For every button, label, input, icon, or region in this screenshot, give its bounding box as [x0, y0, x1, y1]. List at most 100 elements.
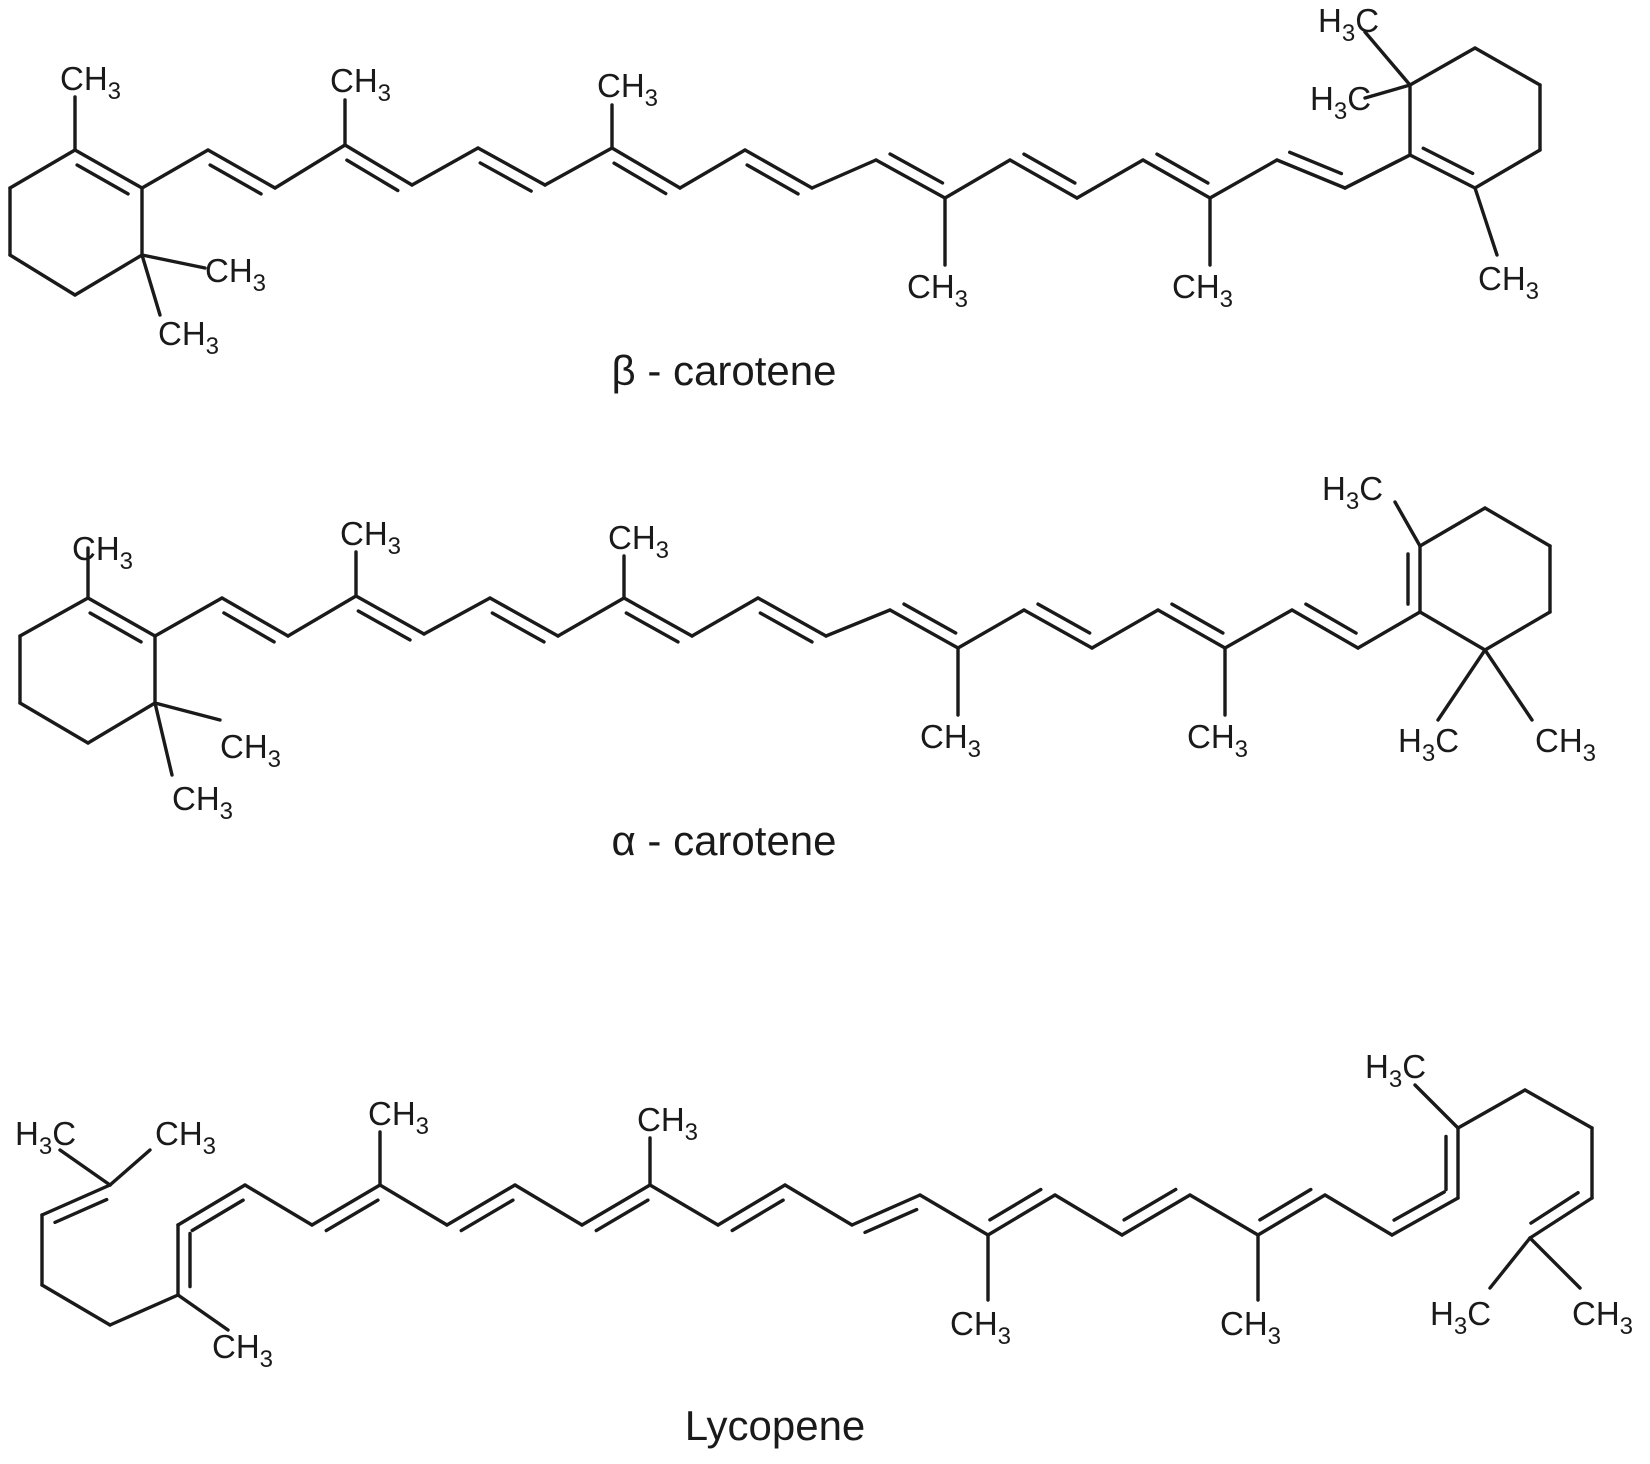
molecule-name: Lycopene — [685, 1402, 866, 1449]
single-bond — [1356, 610, 1422, 650]
double-bond — [1256, 1193, 1327, 1237]
ch3-label: CH3 — [72, 530, 133, 575]
double-bond-inner — [988, 1187, 1043, 1222]
single-bond — [410, 146, 480, 187]
single-bond — [1483, 648, 1534, 722]
double-bond — [1390, 1196, 1460, 1237]
single-bond — [1413, 1083, 1460, 1130]
double-bond — [1120, 1193, 1192, 1237]
double-bond-inner — [1304, 602, 1358, 635]
single-bond — [1436, 648, 1487, 722]
double-bond-inner — [863, 1207, 919, 1235]
double-bond — [220, 596, 290, 638]
single-bond — [1488, 1236, 1532, 1290]
single-bond — [1418, 610, 1487, 652]
double-bond-inner — [1170, 602, 1225, 635]
single-bond — [18, 701, 90, 745]
double-bond-inner — [902, 602, 958, 635]
double-bond-inner — [758, 611, 814, 644]
single-bond — [1418, 506, 1487, 548]
double-bond — [1022, 608, 1094, 650]
double-bond-inner — [324, 1198, 380, 1233]
single-bond — [690, 596, 760, 638]
single-bond — [1090, 608, 1160, 650]
single-bond — [1528, 1236, 1582, 1290]
single-bond — [824, 608, 892, 638]
double-bond-inner — [1288, 150, 1344, 176]
single-bond — [8, 253, 77, 297]
single-bond — [1473, 148, 1542, 190]
single-bond — [678, 148, 747, 190]
single-bond — [1483, 610, 1552, 652]
double-bond — [1528, 1196, 1594, 1240]
single-bond — [40, 1283, 112, 1327]
ch3-label: CH3 — [1187, 718, 1248, 763]
single-bond — [73, 253, 144, 297]
double-bond-inner — [624, 611, 680, 644]
ch3-label: CH3 — [368, 1095, 429, 1140]
double-bond-inner — [75, 163, 130, 196]
double-bond-inner — [612, 161, 668, 196]
double-bond — [580, 1183, 652, 1227]
ch3-label: CH3 — [172, 780, 233, 825]
single-bond — [956, 608, 1026, 650]
h3c-label: H3C — [15, 1115, 76, 1160]
double-bond — [888, 608, 960, 650]
ch3-label: CH3 — [155, 1115, 216, 1160]
single-bond — [378, 1183, 449, 1227]
single-bond — [1473, 186, 1499, 257]
double-bond-inner — [1022, 152, 1077, 185]
single-bond — [8, 148, 77, 190]
single-bond — [140, 253, 162, 317]
single-bond — [243, 1183, 314, 1227]
h3c-label: H3C — [1430, 1295, 1491, 1340]
double-bond — [756, 596, 828, 638]
double-bond — [73, 148, 144, 190]
double-bond — [610, 146, 682, 190]
double-bond — [874, 158, 947, 200]
double-bond-inner — [1122, 1187, 1178, 1222]
double-bond-inner — [1529, 1191, 1580, 1225]
double-bond — [1275, 158, 1347, 190]
single-bond — [1208, 158, 1279, 200]
single-bond — [1188, 1193, 1260, 1237]
single-bond — [153, 701, 174, 777]
double-bond-inner — [53, 1197, 109, 1225]
double-bond — [1141, 158, 1212, 200]
single-bond — [1363, 30, 1412, 87]
molecule-name: β - carotene — [612, 347, 837, 394]
single-bond — [286, 594, 358, 638]
single-bond — [648, 1183, 720, 1227]
single-bond — [273, 143, 347, 190]
h3c-label: H3C — [1318, 2, 1379, 47]
single-bond — [86, 701, 157, 745]
ch3-label: CH3 — [950, 1305, 1011, 1350]
bond-lines — [8, 30, 1594, 1332]
double-bond-inner — [594, 1198, 650, 1233]
single-bond — [810, 158, 878, 190]
ch3-label: CH3 — [330, 62, 391, 107]
ch3-label: CH3 — [1220, 1305, 1281, 1350]
double-bond — [343, 143, 414, 187]
double-bond — [488, 596, 560, 638]
double-bond — [86, 596, 157, 638]
ch3-label: CH3 — [205, 252, 266, 297]
double-bond-inner — [190, 1198, 245, 1233]
double-bond — [476, 146, 547, 187]
single-bond — [1456, 1088, 1527, 1130]
double-bond — [743, 148, 814, 190]
ch3-label: CH3 — [1478, 260, 1539, 305]
single-bond — [1053, 1193, 1124, 1237]
single-bond — [1223, 608, 1294, 650]
single-bond — [1075, 158, 1145, 200]
single-bond — [153, 596, 224, 638]
double-bond-inner — [208, 163, 263, 196]
double-bond-inner — [1155, 152, 1210, 185]
ch3-label: CH3 — [597, 67, 658, 112]
single-bond — [140, 253, 207, 270]
ch3-label: CH3 — [212, 1328, 273, 1373]
